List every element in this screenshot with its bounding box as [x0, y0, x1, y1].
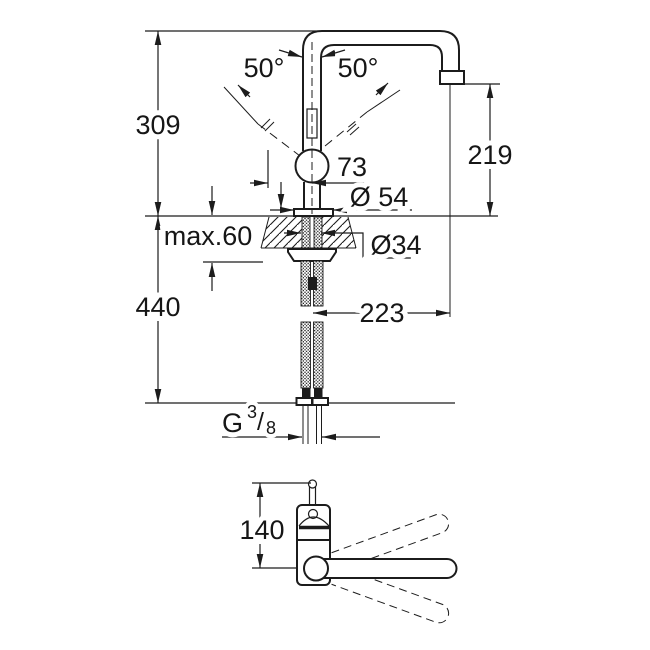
dim-outlet-height: 219 — [449, 83, 518, 317]
top-view: 140 — [234, 479, 458, 624]
hose-detail — [308, 277, 317, 290]
label-thread-prefix: G — [222, 408, 243, 438]
label-swivel-angle-left: 50° — [244, 53, 285, 83]
label-ball-offset: 73 — [337, 152, 367, 182]
mounting-nut — [287, 248, 337, 262]
dim-base-diameter: Ø 54 — [270, 177, 413, 217]
hose-fitting-left — [295, 397, 313, 406]
label-hole-diameter: Ø34 — [370, 230, 421, 260]
aerator — [439, 70, 465, 85]
hose-fitting-right — [311, 397, 329, 406]
label-total-height: 309 — [135, 110, 180, 140]
label-thread-denominator: 8 — [266, 418, 276, 438]
body-top-details — [297, 479, 330, 541]
base-flange — [293, 208, 334, 217]
dim-body-depth: 140 — [234, 482, 311, 569]
spout-pivot — [303, 555, 329, 582]
pin-ring — [307, 479, 318, 489]
spout-top-view — [315, 558, 458, 579]
label-base-diameter: Ø 54 — [350, 182, 409, 212]
dim-below-deck: 440 — [130, 216, 186, 403]
label-outlet-height: 219 — [467, 140, 512, 170]
dim-thread: G 3 / 8 — [217, 398, 380, 443]
dim-deck-thickness: max.60 — [159, 186, 263, 291]
label-thread-slash: / — [257, 408, 264, 436]
dim-total-height: 309 — [130, 31, 186, 216]
label-projection: 223 — [359, 298, 404, 328]
spout-outline — [302, 30, 465, 151]
dim-ball-offset: 73 — [250, 147, 372, 188]
dim-swivel-angle: 50° 50° — [237, 48, 389, 98]
dim-projection: 223 — [313, 293, 450, 333]
supply-hoses — [295, 260, 329, 444]
label-deck-thickness: max.60 — [164, 221, 253, 251]
label-body-depth: 140 — [239, 515, 284, 545]
swivel-range-lines — [223, 86, 401, 157]
side-view: 50° 50° 309 440 219 73 — [130, 30, 518, 444]
label-below-deck: 440 — [135, 292, 180, 322]
mounting-shank — [287, 216, 337, 262]
label-thread-numerator: 3 — [247, 402, 257, 422]
label-swivel-angle-right: 50° — [338, 53, 379, 83]
dim-hole-diameter: Ø34 — [284, 225, 427, 265]
